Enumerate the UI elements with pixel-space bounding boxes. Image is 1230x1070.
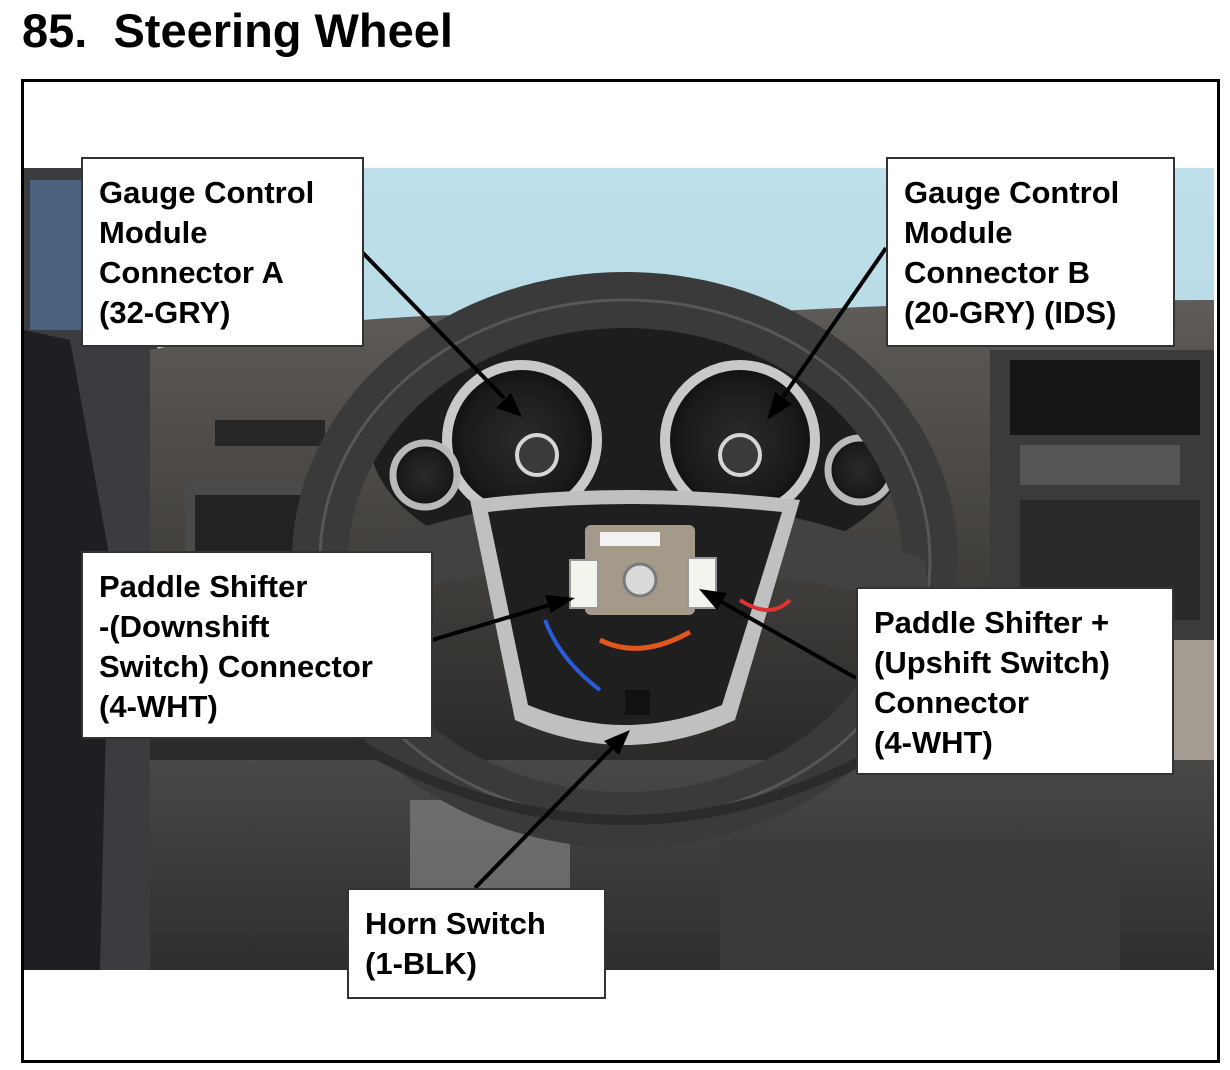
- callout-line: (32-GRY): [99, 295, 231, 330]
- callout-line: Connector: [874, 685, 1029, 720]
- callout-line: Gauge Control: [99, 175, 315, 210]
- arrow-heads: [496, 392, 792, 755]
- callout-line: Horn Switch: [365, 906, 546, 941]
- callout-line: (4-WHT): [874, 725, 993, 760]
- page-title: 85. Steering Wheel: [22, 4, 453, 57]
- leader-arrows: [360, 246, 888, 890]
- callout-paddle-upshift-connector: Paddle Shifter + (Upshift Switch) Connec…: [856, 587, 1174, 775]
- callout-paddle-downshift-connector: Paddle Shifter -(Downshift Switch) Conne…: [81, 551, 433, 739]
- callout-line: (20-GRY) (IDS): [904, 295, 1117, 330]
- callout-line: Module: [904, 215, 1013, 250]
- callout-horn-switch: Horn Switch (1-BLK): [347, 888, 606, 999]
- callout-line: Gauge Control: [904, 175, 1120, 210]
- callout-line: Connector B: [904, 255, 1090, 290]
- callout-line: (1-BLK): [365, 946, 477, 981]
- callout-gauge-connector-b: Gauge Control Module Connector B (20-GRY…: [886, 157, 1175, 347]
- callout-line: (Upshift Switch): [874, 645, 1110, 680]
- callout-line: Connector A: [99, 255, 284, 290]
- callout-line: (4-WHT): [99, 689, 218, 724]
- callout-gauge-connector-a: Gauge Control Module Connector A (32-GRY…: [81, 157, 364, 347]
- callout-line: Module: [99, 215, 208, 250]
- callout-line: -(Downshift: [99, 609, 270, 644]
- callout-line: Paddle Shifter +: [874, 605, 1110, 640]
- callout-line: Switch) Connector: [99, 649, 373, 684]
- callout-line: Paddle Shifter: [99, 569, 308, 604]
